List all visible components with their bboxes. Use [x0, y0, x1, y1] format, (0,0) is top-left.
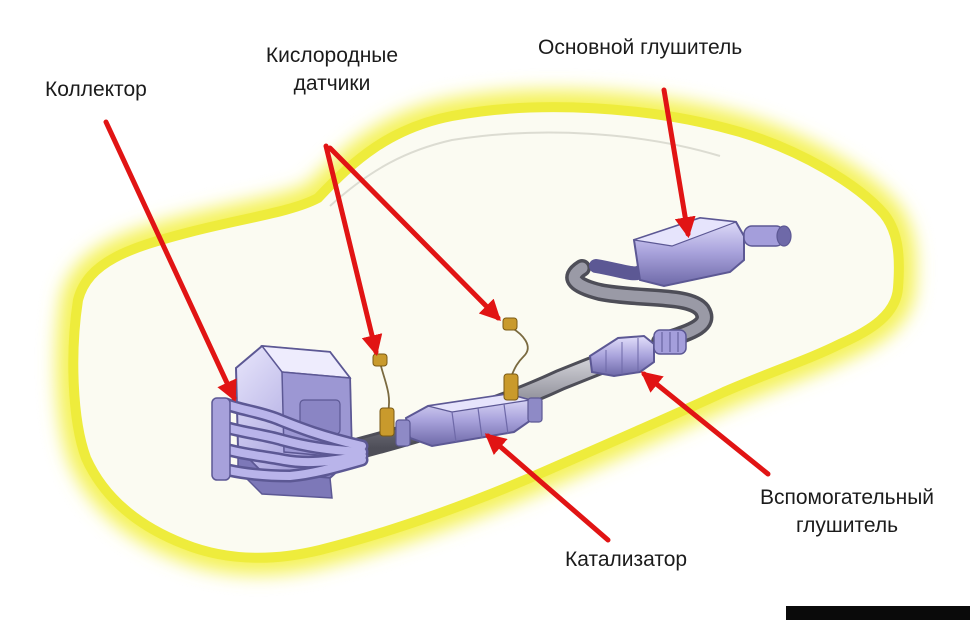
catalytic-converter [395, 392, 543, 448]
label-collector: Коллектор [45, 78, 147, 101]
arrow-main-muffler [661, 87, 696, 239]
auxiliary-muffler [588, 329, 687, 378]
label-aux-line1: Вспомогательный [759, 486, 935, 509]
label-oxygen-line1: Кислородные [265, 44, 399, 67]
arrow-oxygen-rear [327, 145, 501, 321]
arrow-oxygen-front [323, 143, 383, 357]
label-aux-line2: глушитель [795, 514, 899, 537]
label-oxygen-line2: датчики [293, 72, 371, 95]
exhaust-manifold [211, 397, 369, 483]
label-oxygen-sensors: Кислородные датчики [232, 42, 432, 98]
label-aux-muffler: Вспомогательный глушитель [722, 484, 970, 540]
arrow-aux-muffler [640, 371, 771, 477]
pointer-arrows [103, 87, 771, 543]
arrow-collector [103, 119, 237, 402]
corner-bar [786, 606, 970, 620]
arrow-catalyst [484, 433, 611, 543]
label-catalyst: Катализатор [565, 548, 688, 571]
oxygen-sensor-rear [502, 317, 529, 401]
label-main-muffler: Основной глушитель [538, 36, 743, 59]
